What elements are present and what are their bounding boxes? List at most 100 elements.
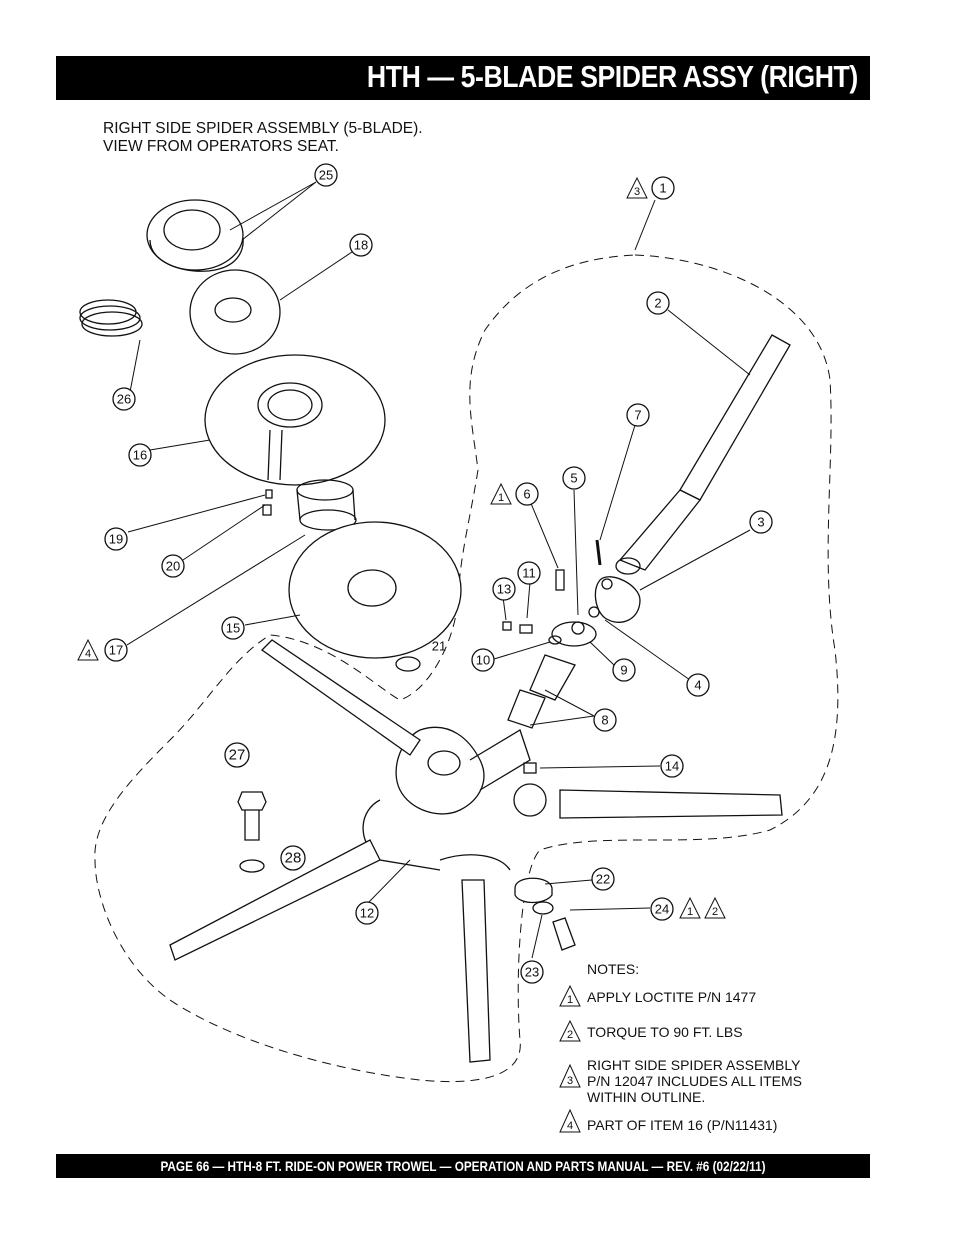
- callout-24: 24: [650, 897, 674, 921]
- note-3-line-1: RIGHT SIDE SPIDER ASSEMBLY: [587, 1057, 801, 1073]
- page-footer-text: PAGE 66 — HTH-8 FT. RIDE-ON POWER TROWEL…: [160, 1158, 766, 1174]
- callout-12: 12: [355, 901, 379, 925]
- shim-plate-part: [189, 269, 281, 355]
- svg-text:14: 14: [665, 759, 679, 774]
- note-triangle-3-callout-1: 3: [626, 176, 648, 199]
- callout-9: 9: [612, 658, 636, 682]
- svg-text:26: 26: [117, 392, 131, 407]
- svg-text:9: 9: [620, 663, 627, 678]
- trowel-arm-lower-left: [169, 839, 381, 961]
- note-triangle-1-callout-6: 1: [490, 482, 512, 505]
- callout-17: 17: [104, 638, 128, 662]
- note-triangle-2-callout-24: 2: [704, 896, 726, 919]
- spring-part: [79, 299, 143, 337]
- pin-7-part: [595, 539, 602, 566]
- wear-ring-part: [146, 199, 244, 272]
- trowel-arm-right: [559, 789, 783, 819]
- svg-text:3: 3: [757, 515, 764, 530]
- set-screw-part: [265, 489, 273, 499]
- caption-line-2: VIEW FROM OPERATORS SEAT.: [103, 138, 339, 155]
- callout-8: 8: [593, 708, 617, 732]
- svg-text:11: 11: [522, 566, 536, 581]
- callout-7: 7: [626, 403, 650, 427]
- svg-text:4: 4: [694, 678, 701, 693]
- bolt-27-part: [237, 791, 267, 841]
- note-triangle-4-callout-17: 4: [77, 638, 99, 661]
- bolt-6-part: [555, 569, 565, 591]
- note-1-text: APPLY LOCTITE P/N 1477: [587, 989, 756, 1005]
- svg-text:22: 22: [596, 872, 610, 887]
- note-3-line-2: P/N 12047 INCLUDES ALL ITEMS: [587, 1073, 802, 1089]
- note-2-text: TORQUE TO 90 FT. LBS: [587, 1024, 743, 1040]
- callout-20: 20: [161, 554, 185, 578]
- washer-4-part: [588, 606, 600, 618]
- washer-23-part: [532, 901, 554, 915]
- note-1: 1 APPLY LOCTITE P/N 1477: [559, 984, 756, 1007]
- svg-text:1: 1: [687, 906, 693, 918]
- sleeve-part: [296, 479, 357, 531]
- svg-text:4: 4: [85, 648, 91, 660]
- callout-14: 14: [660, 754, 684, 778]
- plug-13-part: [502, 621, 512, 631]
- page-title-bar: HTH — 5-BLADE SPIDER ASSY (RIGHT): [56, 56, 870, 100]
- callout-19: 19: [104, 527, 128, 551]
- svg-text:2: 2: [712, 906, 718, 918]
- svg-text:18: 18: [354, 238, 368, 253]
- washer-28-part: [239, 859, 265, 873]
- svg-text:16: 16: [133, 448, 147, 463]
- svg-text:3: 3: [567, 1075, 573, 1087]
- note-3: 3 RIGHT SIDE SPIDER ASSEMBLY P/N 12047 I…: [559, 1057, 802, 1105]
- leader-lines: [126, 181, 751, 959]
- svg-text:15: 15: [226, 621, 240, 636]
- svg-text:3: 3: [634, 186, 640, 198]
- page-footer-bar: PAGE 66 — HTH-8 FT. RIDE-ON POWER TROWEL…: [56, 1154, 870, 1178]
- callout-23: 23: [520, 960, 544, 984]
- trowel-arm-2-part: [615, 334, 791, 575]
- note-triangle-1-callout-24: 1: [679, 896, 701, 919]
- callout-28: 28: [280, 845, 306, 871]
- callout-18: 18: [349, 233, 373, 257]
- callout-11: 11: [517, 561, 541, 585]
- assembly-outline: [94, 254, 839, 1083]
- ring-9-part: [551, 621, 597, 647]
- note-3-line-3: WITHIN OUTLINE.: [587, 1089, 705, 1105]
- callout-2: 2: [646, 291, 670, 315]
- callout-26: 26: [112, 387, 136, 411]
- note-2: 2 TORQUE TO 90 FT. LBS: [559, 1019, 743, 1042]
- trowel-arm-bottom: [461, 879, 491, 1063]
- callout-1: 1: [651, 176, 675, 200]
- svg-text:1: 1: [498, 492, 504, 504]
- notes-heading: NOTES:: [587, 961, 639, 977]
- svg-text:8: 8: [601, 713, 608, 728]
- label-21: 21: [432, 639, 446, 654]
- thrust-plate-part: [288, 521, 462, 659]
- svg-text:6: 6: [523, 487, 530, 502]
- page-title: HTH — 5-BLADE SPIDER ASSY (RIGHT): [367, 59, 858, 94]
- svg-text:27: 27: [229, 747, 246, 764]
- svg-text:7: 7: [634, 408, 641, 423]
- bolt-24-part: [552, 917, 576, 951]
- svg-text:2: 2: [654, 296, 661, 311]
- bolt-14-part: [523, 762, 537, 774]
- lever-3-part: [594, 576, 641, 623]
- callout-22: 22: [591, 867, 615, 891]
- callout-16: 16: [128, 443, 152, 467]
- svg-text:2: 2: [567, 1029, 573, 1041]
- callout-5: 5: [562, 466, 586, 490]
- svg-text:13: 13: [497, 582, 511, 597]
- note-4: 4 PART OF ITEM 16 (P/N11431): [559, 1108, 777, 1133]
- fitting-11-part: [519, 624, 533, 634]
- svg-text:4: 4: [567, 1120, 573, 1132]
- grease-fitting-part: [262, 504, 272, 516]
- callout-3: 3: [749, 510, 773, 534]
- washer-21-part: [395, 656, 421, 672]
- bushing-8-part: [507, 654, 576, 729]
- trowel-arm-upper-left: [260, 639, 421, 756]
- callout-27: 27: [224, 742, 250, 768]
- note-4-text: PART OF ITEM 16 (P/N11431): [587, 1117, 777, 1133]
- caption-line-1: RIGHT SIDE SPIDER ASSEMBLY (5-BLADE).: [103, 120, 423, 137]
- callout-13: 13: [492, 577, 516, 601]
- svg-text:24: 24: [655, 902, 669, 917]
- callout-15: 15: [221, 616, 245, 640]
